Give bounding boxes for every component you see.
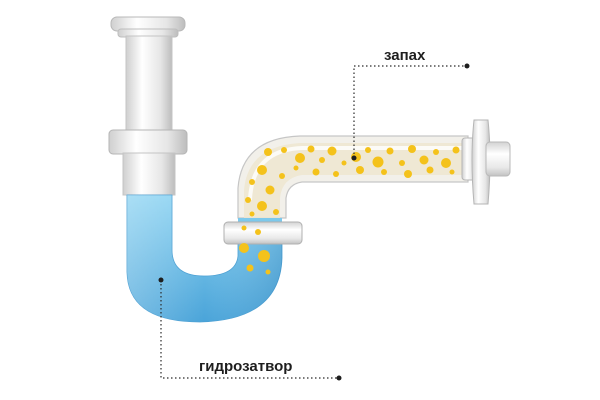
water-seal-callout: гидрозатвор bbox=[158, 277, 342, 381]
smell-bubble bbox=[255, 229, 261, 235]
smell-leader-dot-end bbox=[464, 63, 470, 69]
smell-bubble bbox=[249, 211, 255, 217]
smell-bubble bbox=[245, 197, 251, 203]
smell-bubble bbox=[365, 147, 371, 153]
smell-bubble bbox=[265, 185, 275, 195]
smell-bubble bbox=[433, 149, 439, 155]
smell-bubble bbox=[449, 169, 455, 175]
smell-bubble bbox=[341, 160, 347, 166]
water-seal-leader-dot-end bbox=[336, 375, 342, 381]
smell-bubble bbox=[249, 179, 255, 185]
smell-bubble bbox=[265, 269, 271, 275]
smell-bubble bbox=[273, 209, 279, 215]
smell-bubble bbox=[327, 146, 337, 156]
wall-flange bbox=[471, 119, 491, 205]
water-seal-label: гидрозатвор bbox=[199, 358, 292, 375]
smell-bubble bbox=[386, 147, 394, 155]
smell-bubble bbox=[426, 166, 434, 174]
smell-bubble bbox=[239, 243, 249, 253]
smell-bubble bbox=[319, 157, 325, 163]
smell-bubble bbox=[246, 264, 254, 272]
smell-bubble bbox=[408, 145, 416, 153]
lower-sleeve bbox=[122, 152, 176, 196]
smell-bubbles bbox=[239, 145, 460, 275]
trap-slip-joint bbox=[223, 221, 303, 245]
smell-bubble bbox=[281, 147, 287, 153]
smell-bubble bbox=[258, 250, 270, 262]
smell-bubble bbox=[257, 201, 267, 211]
smell-bubble bbox=[399, 160, 405, 166]
smell-bubble bbox=[279, 173, 285, 179]
smell-bubble bbox=[312, 168, 320, 176]
outlet-pipe bbox=[237, 119, 511, 219]
outlet-highlight bbox=[248, 146, 462, 201]
smell-leader-line bbox=[353, 65, 467, 158]
smell-bubble bbox=[307, 145, 315, 153]
wall-stub bbox=[485, 141, 511, 177]
smell-bubble bbox=[404, 170, 412, 178]
smell-label: запах bbox=[384, 47, 426, 64]
water-seal-leader-line bbox=[160, 280, 339, 379]
smell-leader-dot-start bbox=[351, 155, 357, 161]
water-seal-shading bbox=[127, 195, 282, 322]
smell-bubble bbox=[295, 153, 305, 163]
tailpiece-pipe bbox=[125, 35, 173, 135]
water-seal-leader-dot-start bbox=[158, 277, 164, 283]
smell-bubble bbox=[257, 165, 267, 175]
smell-bubble bbox=[356, 166, 364, 174]
smell-callout: запах bbox=[351, 47, 470, 161]
smell-bubble bbox=[333, 171, 339, 177]
slip-nut bbox=[108, 129, 188, 155]
smell-bubble bbox=[372, 156, 384, 168]
smell-bubble bbox=[264, 148, 272, 156]
smell-bubble bbox=[452, 146, 460, 154]
smell-bubble bbox=[381, 169, 387, 175]
drain-tailpiece bbox=[108, 16, 188, 196]
smell-bubble bbox=[419, 155, 429, 165]
smell-bubble bbox=[293, 165, 299, 171]
smell-bubble bbox=[241, 225, 247, 231]
smell-bubble bbox=[441, 158, 451, 168]
